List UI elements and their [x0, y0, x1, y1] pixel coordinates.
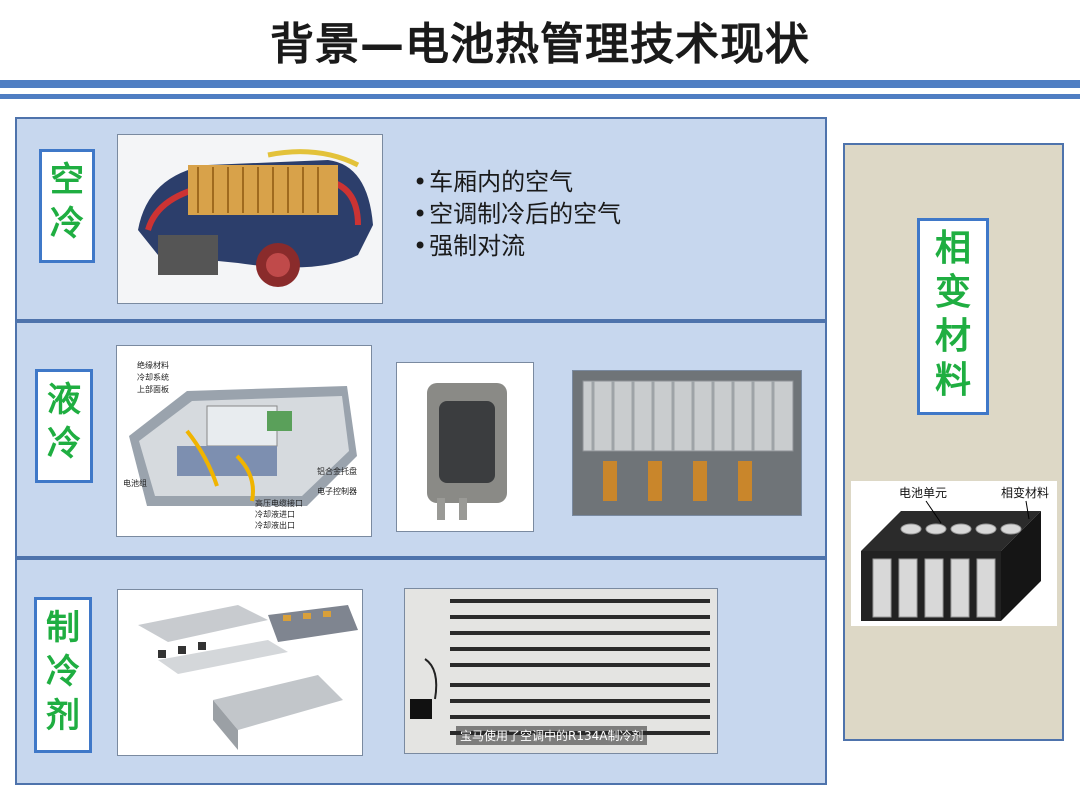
- header-rule-top: [0, 80, 1080, 88]
- refrigerant-pack-exploded-view: [117, 589, 363, 756]
- diagram-label: 绝缘材料: [137, 360, 169, 370]
- liquid-cooling-label: 液 冷: [35, 369, 93, 483]
- diagram-label: 冷却系统: [137, 372, 169, 382]
- page-title: 背景—电池热管理技术现状: [270, 19, 810, 70]
- diagram-label: 相变材料: [1001, 485, 1049, 500]
- diagram-label: 电子控制器: [317, 486, 357, 496]
- header-rule-bottom: [0, 94, 1080, 99]
- phase-change-label: 相 变 材 料: [917, 218, 989, 415]
- liquid-cooling-diagram: 绝缘材料 冷却系统 上部面板 电池组 铝合金托盘 电子控制器 高压电缆接口 冷却…: [116, 345, 372, 537]
- list-item: 强制对流: [413, 230, 621, 262]
- diagram-label: 上部面板: [137, 384, 169, 394]
- air-cooling-battery-photo: [117, 134, 383, 304]
- phase-change-diagram: 电池单元 相变材料: [851, 481, 1057, 626]
- air-cooling-bullets: 车厢内的空气 空调制冷后的空气 强制对流: [413, 166, 621, 262]
- diagram-label: 高压电缆接口: [255, 498, 303, 508]
- diagram-label: 铝合金托盘: [317, 466, 357, 476]
- refrigerant-photo-caption: 宝马使用了空调中的R134A制冷剂: [456, 726, 648, 745]
- list-item: 空调制冷后的空气: [413, 198, 621, 230]
- cold-plate-photo: [396, 362, 534, 532]
- cooling-tubes-photo: [572, 370, 802, 516]
- list-item: 车厢内的空气: [413, 166, 621, 198]
- diagram-label: 冷却液进口: [255, 509, 295, 519]
- diagram-label: 电池组: [123, 478, 147, 488]
- air-cooling-label: 空 冷: [39, 149, 95, 263]
- refrigerant-label: 制 冷 剂: [34, 597, 92, 753]
- diagram-label: 冷却液出口: [255, 520, 295, 530]
- diagram-label: 电池单元: [899, 486, 947, 500]
